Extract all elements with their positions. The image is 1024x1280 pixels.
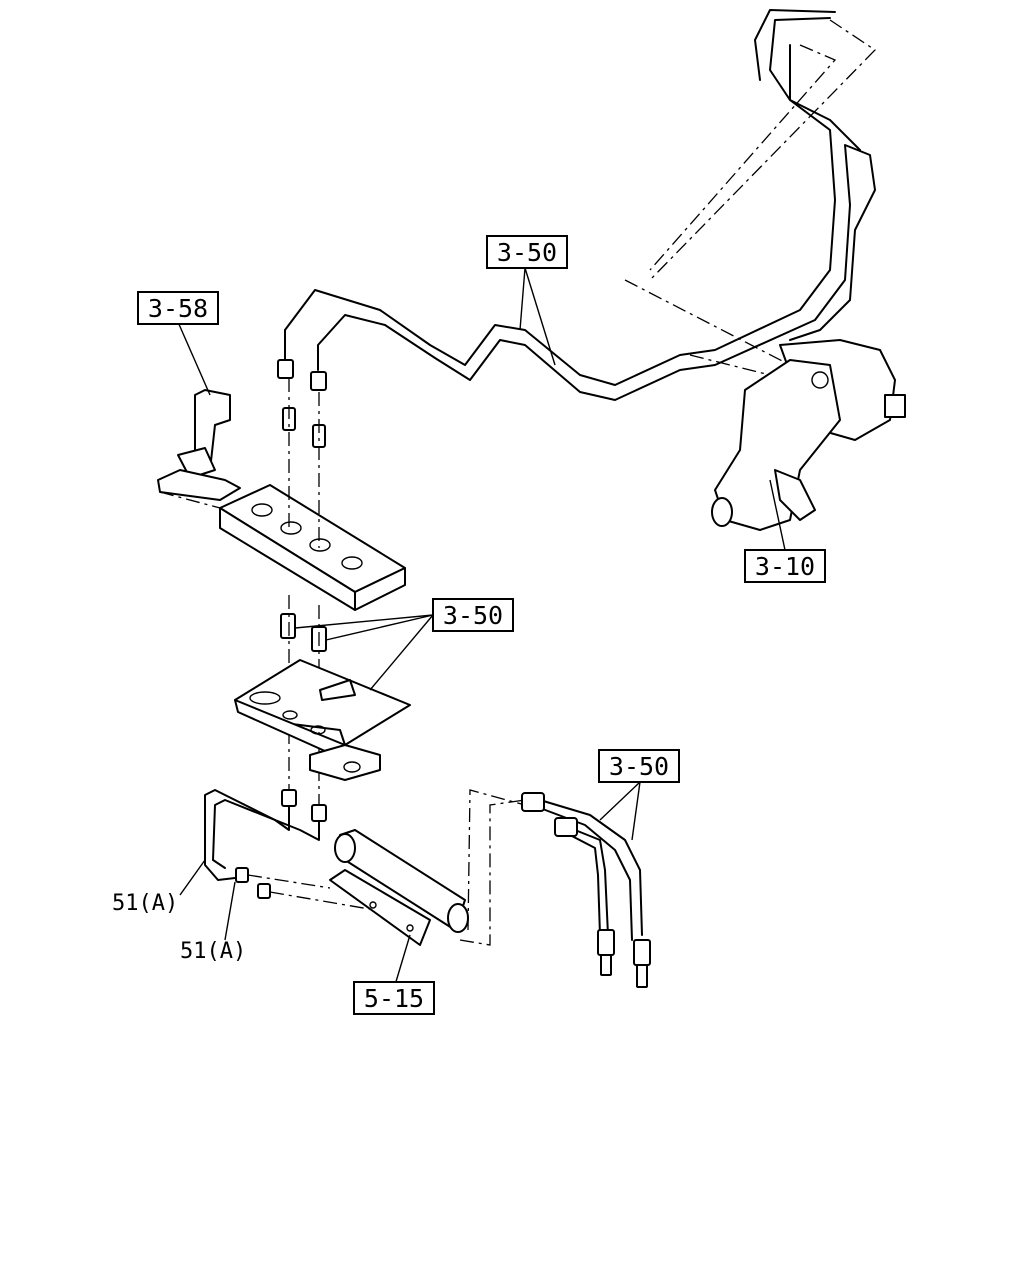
brake-hoses [459, 789, 651, 988]
leader-lines [177, 267, 786, 986]
switch-bracket [157, 389, 241, 501]
master-cylinder-assembly [711, 339, 906, 531]
junction-block [159, 484, 406, 611]
callout-3-50-top-label: 3-50 [497, 238, 557, 267]
callout-5-15: 5-15 [353, 981, 435, 1015]
lower-brake-pipes [204, 789, 376, 911]
hose-bracket [329, 829, 469, 946]
callout-3-50-low-label: 3-50 [609, 752, 669, 781]
callout-3-10-label: 3-10 [755, 552, 815, 581]
callout-5-15-label: 5-15 [364, 984, 424, 1013]
top-dash-lines [624, 19, 877, 381]
label-51a-upper: 51(A) [112, 891, 178, 916]
callout-3-50-low: 3-50 [598, 749, 680, 783]
main-brake-pipe [284, 9, 876, 401]
callout-3-50-mid: 3-50 [432, 598, 514, 632]
mounting-bracket [234, 659, 411, 781]
pipe-connectors [277, 359, 327, 548]
callout-3-58: 3-58 [137, 291, 219, 325]
callout-3-10: 3-10 [744, 549, 826, 583]
callout-3-50-top: 3-50 [486, 235, 568, 269]
callout-3-50-mid-label: 3-50 [443, 601, 503, 630]
callout-3-58-label: 3-58 [148, 294, 208, 323]
label-51a-lower: 51(A) [180, 939, 246, 964]
